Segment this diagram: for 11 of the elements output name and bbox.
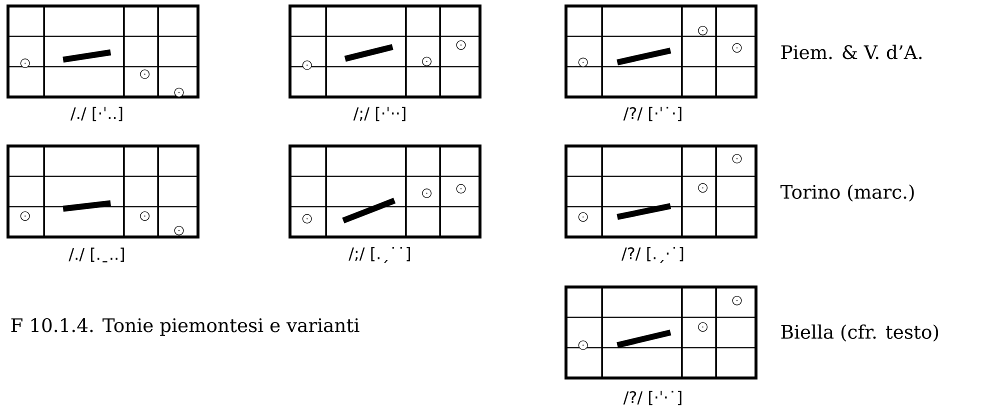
tone-notation: /?/ [.ˏ·˙] [622,247,684,263]
tone-notation: /?/ [·ˈ˙·] [623,106,682,122]
tone-notation: /;/ [·ˈ··] [353,106,406,122]
region-label: Biella (cfr. testo) [781,324,938,342]
tone-notation: /?/ [·ˈ·˙] [623,390,682,406]
tone-notation: /./ [·ˈ..] [70,106,122,122]
figure-caption: F 10.1.4. Tonie piemontesi e varianti [11,318,360,336]
tone-notation: /./ [.ˍ..] [68,248,124,262]
tone-notation: /;/ [.ˏ˙˙] [348,247,410,263]
region-label: Piem. & V. d’A. [781,44,922,60]
region-label: Torino (marc.) [780,184,914,202]
